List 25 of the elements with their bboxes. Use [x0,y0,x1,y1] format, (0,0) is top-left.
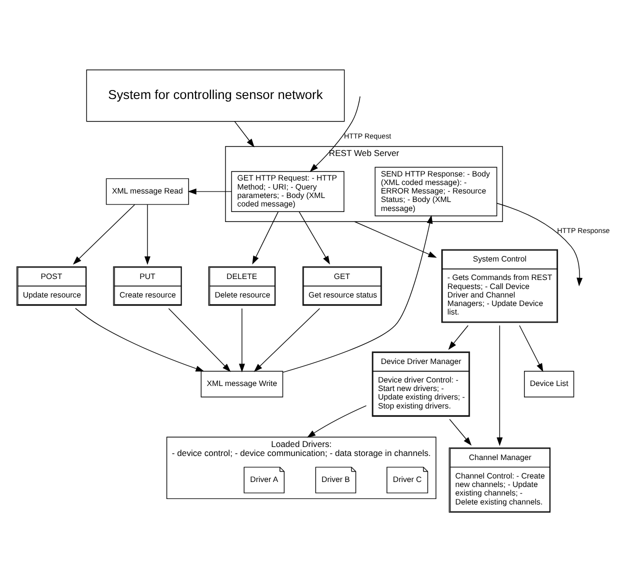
arrow [188,188,232,194]
arrow [75,307,204,371]
arrow [298,210,330,264]
node-box: GET HTTP Request: - HTTP Method; - URI; - Query parameters; - Body (XML coded message) [231,170,344,212]
arrow [306,404,367,438]
node-box: XML message Read [106,178,189,204]
arrow [144,204,150,264]
arrow [168,308,231,372]
arrow [496,324,503,446]
arrow [234,120,254,147]
arrow [310,96,360,172]
arrow [448,324,468,350]
node-box: Device List [524,370,574,397]
node-box: XML message Write [200,370,284,397]
arrow [72,204,136,264]
node-box: System for controlling sensor network [86,69,345,122]
arrow [449,418,472,446]
arrow [496,202,583,286]
arrow [238,308,245,372]
arrow [282,214,433,372]
node-box: SEND HTTP Response: - Body (XML coded message): - ERROR Message; - Resource Status; - Body (XML message) [374,166,498,216]
arrow [519,324,544,372]
arrow [354,220,437,258]
arrow [252,210,279,264]
arrow [254,308,320,372]
